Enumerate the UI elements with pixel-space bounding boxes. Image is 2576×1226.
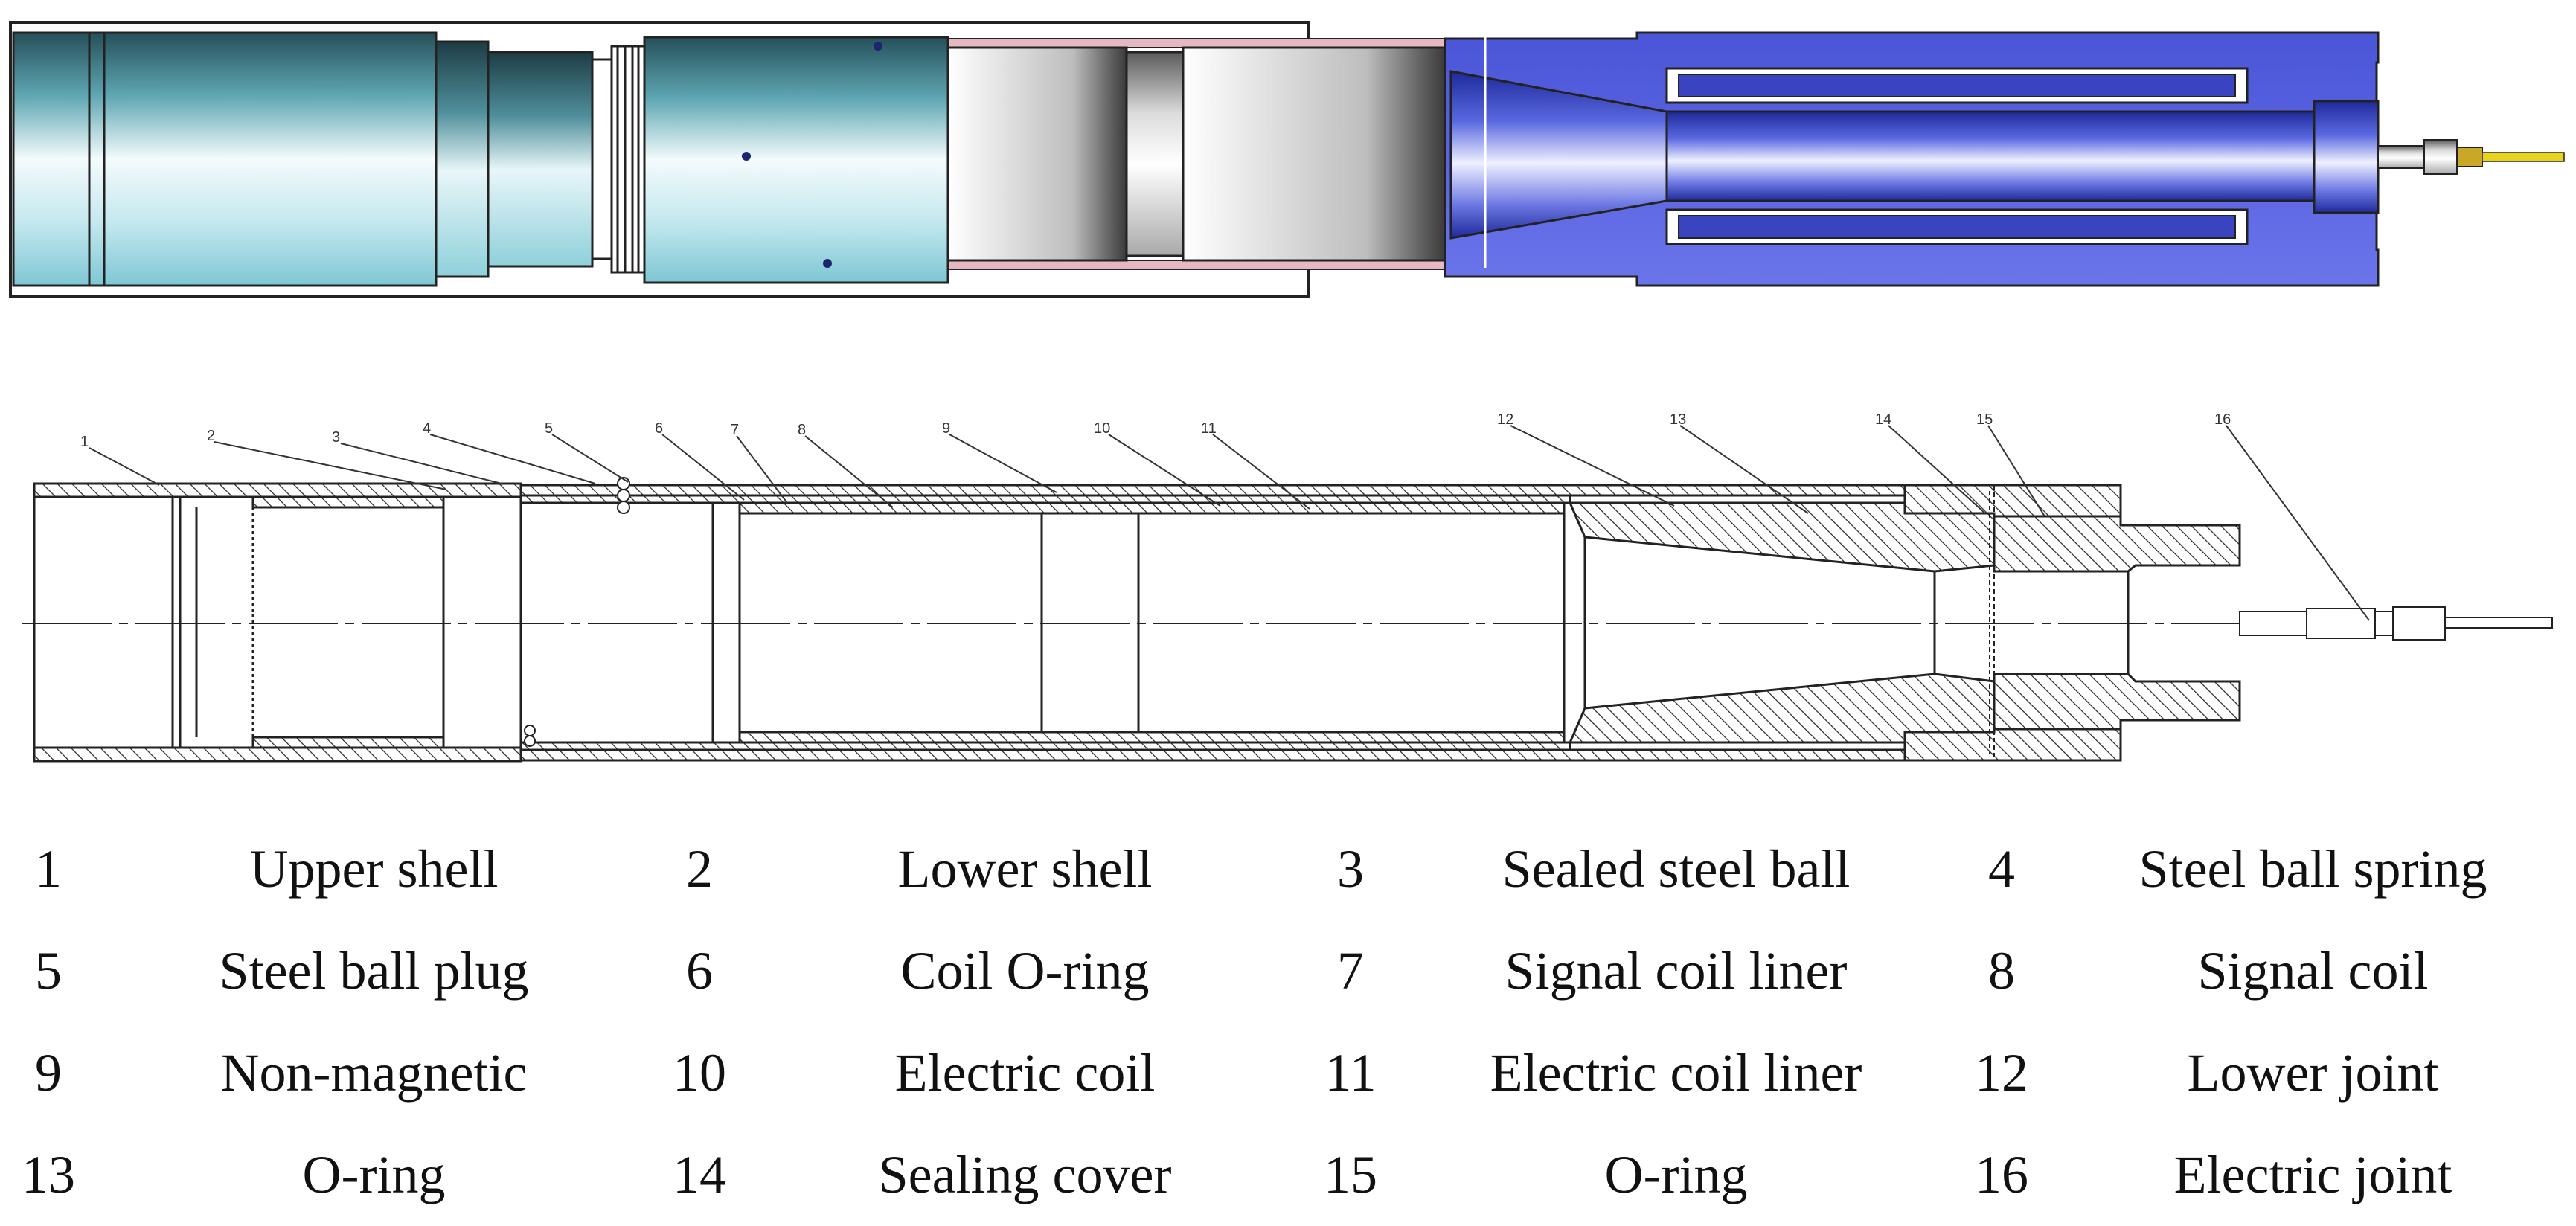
- legend-label: Signal coil: [2197, 941, 2429, 1001]
- callout-9: 9: [942, 420, 950, 437]
- legend-label: O-ring: [1604, 1145, 1748, 1204]
- legend-number: 4: [1988, 839, 2015, 899]
- section-joint-head-bottom: [1993, 673, 2241, 731]
- legend-number: 13: [22, 1145, 75, 1204]
- legend-label: Lower joint: [2187, 1043, 2439, 1103]
- legend-number: 15: [1324, 1145, 1377, 1204]
- legend-number: 6: [686, 941, 713, 1001]
- legend-number: 16: [1975, 1145, 2028, 1204]
- callout-10: 10: [1094, 420, 1110, 437]
- callout-15: 15: [1976, 411, 1993, 428]
- legend-label: Upper shell: [249, 839, 499, 899]
- legend-label: O-ring: [302, 1145, 446, 1204]
- legend-label: Electric joint: [2173, 1145, 2452, 1204]
- callouts: [89, 425, 2370, 621]
- legend-number: 1: [35, 839, 62, 899]
- callout-1: 1: [80, 434, 89, 450]
- section-view: [22, 477, 2553, 763]
- legend-label: Signal coil liner: [1505, 941, 1848, 1001]
- rendered-thread: [610, 45, 646, 274]
- section-steel-ball-plug: [524, 477, 630, 747]
- legend-number: 14: [673, 1145, 726, 1204]
- section-lower-shell-bottom: [519, 748, 1906, 762]
- rendered-electric-joint: [2377, 139, 2565, 175]
- rendered-signal-coil: [946, 46, 1128, 262]
- legend-label: Sealed steel ball: [1502, 839, 1851, 899]
- callout-11: 11: [1201, 420, 1217, 437]
- legend-number: 7: [1337, 941, 1364, 1001]
- callout-8: 8: [798, 422, 806, 438]
- section-coil-liner-bottom: [738, 731, 1566, 744]
- section-upper-shell-bottom: [33, 746, 522, 763]
- section-upper-shell-top: [33, 482, 522, 498]
- rendered-ball-housing: [643, 36, 949, 284]
- rendered-neck: [435, 40, 490, 278]
- legend-number: 9: [35, 1043, 62, 1103]
- legend-number: 12: [1975, 1043, 2028, 1103]
- legend-label: Lower shell: [897, 839, 1153, 899]
- legend-number: 11: [1324, 1043, 1377, 1103]
- section-coil-liner-top: [738, 501, 1566, 515]
- callout-13: 13: [1670, 411, 1686, 428]
- rendered-upper-shell: [12, 31, 438, 287]
- rendered-lower-shell: [487, 51, 594, 268]
- parts-legend: 1 Upper shell 2 Lower shell 3 Sealed ste…: [0, 818, 2576, 1220]
- legend-label: Steel ball spring: [2138, 839, 2487, 899]
- callout-4: 4: [423, 420, 431, 437]
- callout-3: 3: [332, 429, 340, 446]
- callout-14: 14: [1875, 411, 1891, 428]
- callout-2: 2: [207, 428, 215, 444]
- callout-5: 5: [545, 420, 553, 437]
- rendered-coil-ring-bottom: [947, 260, 1446, 270]
- callout-6: 6: [655, 420, 663, 437]
- callout-12: 12: [1497, 411, 1513, 428]
- legend-number: 2: [686, 839, 713, 899]
- section-joint-head-top: [1993, 515, 2241, 573]
- callout-numbers: 1 2 3 4 5 6 7 8 9 10 11 12 13 14 15 16: [80, 411, 2231, 450]
- legend-label: Sealing cover: [878, 1145, 1172, 1204]
- section-sealing-cover-bottom: [1903, 728, 2122, 762]
- legend-label: Coil O-ring: [900, 941, 1150, 1001]
- rendered-view: [9, 21, 2565, 298]
- legend-number: 8: [1988, 941, 2015, 1001]
- legend-label: Electric coil: [894, 1043, 1156, 1103]
- callout-16: 16: [2214, 411, 2231, 428]
- legend-label: Electric coil liner: [1490, 1043, 1862, 1103]
- legend-number: 10: [673, 1043, 726, 1103]
- section-sealing-cover-top: [1903, 484, 2122, 518]
- rendered-coil-ring-top: [947, 38, 1446, 48]
- legend-number: 5: [35, 941, 62, 1001]
- legend-label: Steel ball plug: [219, 941, 529, 1001]
- section-electric-joint: [2239, 606, 2553, 641]
- rendered-electric-coil: [1182, 46, 1446, 262]
- legend-number: 3: [1337, 839, 1364, 899]
- rendered-inner-bore: [1665, 110, 2330, 202]
- legend-label: Non-magnetic: [220, 1043, 528, 1103]
- callout-7: 7: [731, 422, 739, 438]
- rendered-coil-spacer: [1125, 51, 1185, 257]
